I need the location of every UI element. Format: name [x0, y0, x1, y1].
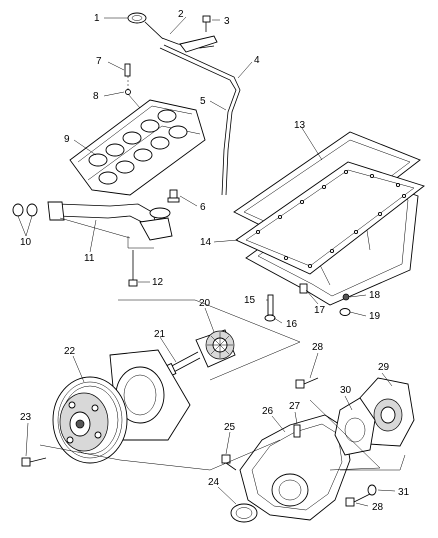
callout-15: 15	[244, 295, 256, 306]
callout-7: 7	[96, 56, 102, 67]
callout-numbers: 1 2 3 4 5 7 8 9 10 11 6 12 13 14 15 16 1…	[20, 9, 410, 513]
callout-1: 1	[94, 13, 100, 24]
callout-17: 17	[314, 305, 326, 316]
callout-16: 16	[286, 319, 298, 330]
callout-4: 4	[254, 55, 260, 66]
callout-6: 6	[200, 202, 206, 213]
oil-pan	[233, 131, 425, 322]
crank-damper	[21, 349, 191, 467]
callout-31: 31	[398, 487, 410, 498]
callout-10: 10	[20, 237, 32, 248]
assembly-lines	[39, 217, 406, 471]
callout-18: 18	[369, 290, 381, 301]
callout-25: 25	[224, 422, 236, 433]
water-pump	[295, 377, 415, 507]
callout-13: 13	[294, 120, 306, 131]
callout-5: 5	[200, 96, 206, 107]
callout-27: 27	[289, 401, 301, 412]
callout-11: 11	[84, 253, 95, 264]
callout-26: 26	[262, 406, 274, 417]
callout-23: 23	[20, 412, 32, 423]
callout-9: 9	[64, 134, 70, 145]
callout-leaders	[17, 16, 396, 507]
callout-28: 28	[312, 342, 324, 353]
callout-19: 19	[369, 311, 381, 322]
camshaft-carrier	[69, 63, 206, 196]
dipstick-assembly	[127, 12, 241, 196]
callout-20: 20	[199, 298, 211, 309]
callout-2: 2	[178, 9, 184, 20]
callout-30: 30	[340, 385, 352, 396]
callout-21: 21	[154, 329, 166, 340]
callout-22: 22	[64, 346, 76, 357]
callout-8: 8	[93, 91, 99, 102]
callout-28-lower: 28	[372, 502, 384, 513]
callout-3: 3	[224, 16, 230, 27]
callout-24: 24	[208, 477, 220, 488]
oil-pickup-tube	[12, 189, 180, 287]
callout-12: 12	[152, 277, 164, 288]
callout-14: 14	[200, 237, 212, 248]
timing-cover	[221, 414, 351, 523]
callout-29: 29	[378, 362, 390, 373]
